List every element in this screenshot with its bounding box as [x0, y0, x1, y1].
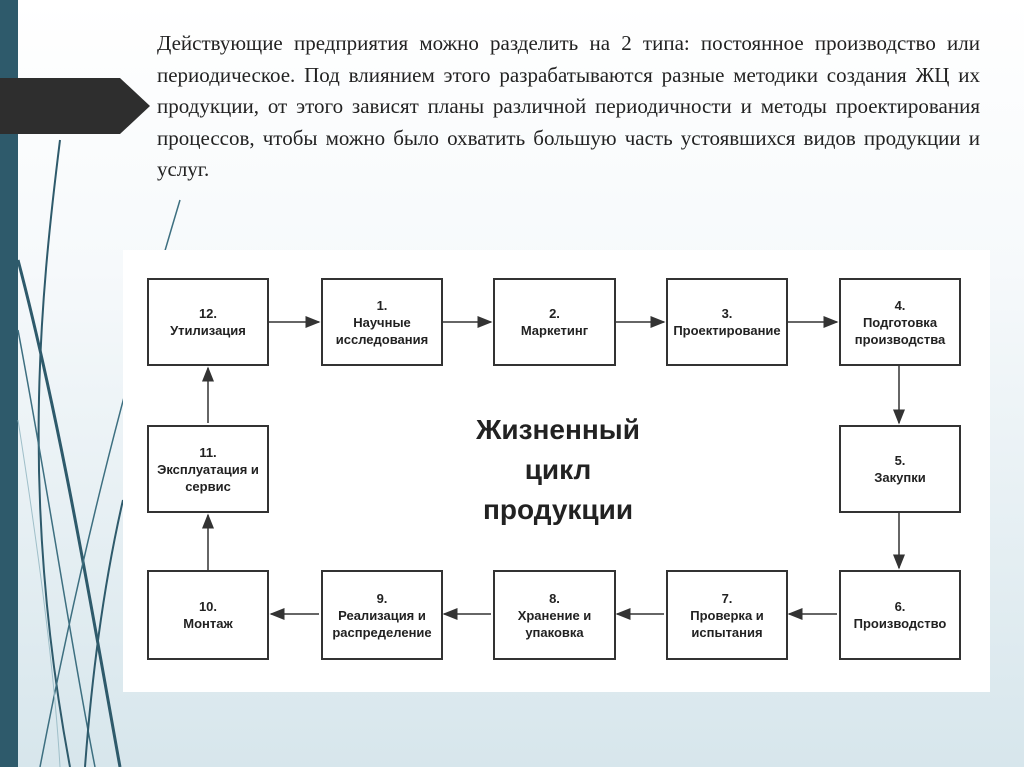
diagram-center-title: Жизненный цикл продукции: [423, 410, 693, 530]
node-number: 1.: [376, 297, 388, 313]
sidebar-bar: [0, 0, 18, 767]
node-label: Проверка и: [690, 607, 764, 623]
node-label: Научные: [353, 314, 411, 330]
node-label: Реализация и: [338, 607, 426, 623]
node-number: 4.: [894, 297, 906, 313]
arrow-layer: [202, 316, 905, 620]
slide-tab-marker: [0, 78, 150, 134]
node-number: 8.: [549, 590, 560, 606]
node-number: 12.: [198, 306, 218, 321]
node-number: 2.: [549, 306, 560, 321]
node-label-2: упаковка: [525, 624, 584, 640]
node-label: Эксплуатация и: [157, 461, 259, 477]
node-label: Производство: [853, 616, 947, 631]
node-9-distribution: 9. Реализация и распределение: [321, 570, 443, 660]
node-label: Утилизация: [170, 323, 246, 338]
node-label-2: сервис: [185, 478, 231, 494]
node-5-purchasing: 5. Закупки: [839, 425, 961, 513]
node-number: 3.: [721, 306, 733, 321]
title-line: продукции: [482, 494, 634, 525]
node-label-2: производства: [854, 331, 946, 347]
title-line: Жизненный: [476, 414, 640, 445]
node-number: 9.: [376, 590, 388, 606]
node-7-testing: 7. Проверка и испытания: [666, 570, 788, 660]
node-1-research: 1. Научные исследования: [321, 278, 443, 366]
node-label-2: распределение: [332, 624, 432, 640]
node-label: Монтаж: [183, 616, 233, 631]
node-number: 11.: [199, 444, 217, 460]
node-label-2: испытания: [691, 624, 763, 640]
node-11-operation: 11. Эксплуатация и сервис: [147, 425, 269, 513]
node-number: 10.: [198, 599, 218, 614]
node-label: Подготовка: [862, 314, 938, 330]
node-number: 7.: [721, 590, 733, 606]
node-12-utilization: 12. Утилизация: [147, 278, 269, 366]
node-10-installation: 10. Монтаж: [147, 570, 269, 660]
node-label: Закупки: [874, 470, 926, 485]
node-6-production: 6. Производство: [839, 570, 961, 660]
node-label-2: исследования: [335, 331, 429, 347]
title-line: цикл: [524, 454, 592, 485]
node-label: Проектирование: [673, 323, 781, 338]
node-label: Маркетинг: [520, 323, 589, 338]
node-number: 6.: [894, 599, 906, 614]
node-4-production-prep: 4. Подготовка производства: [839, 278, 961, 366]
product-lifecycle-diagram: 12. Утилизация 1. Научные исследования 2…: [123, 250, 990, 692]
node-3-design: 3. Проектирование: [666, 278, 788, 366]
node-2-marketing: 2. Маркетинг: [493, 278, 616, 366]
node-label: Хранение и: [517, 607, 592, 623]
intro-paragraph: Действующие предприятия можно разделить …: [157, 31, 980, 181]
node-8-storage: 8. Хранение и упаковка: [493, 570, 616, 660]
node-number: 5.: [894, 453, 906, 468]
